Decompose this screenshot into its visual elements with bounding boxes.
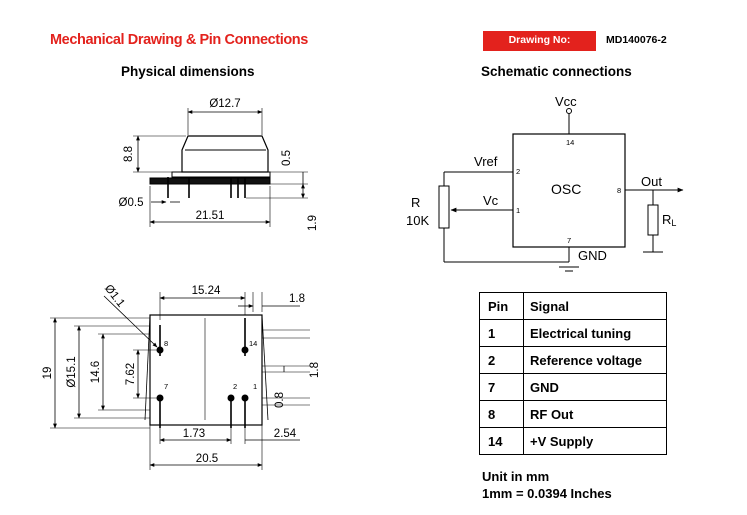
dim-total: 20.5 [196, 453, 218, 465]
gnd-label: GND [578, 248, 607, 263]
vcc-label: Vcc [555, 94, 577, 109]
page-title: Mechanical Drawing & Pin Connections [50, 32, 308, 48]
unit-line-2: 1mm = 0.0394 Inches [482, 486, 612, 501]
table-row: 7 GND [479, 373, 667, 401]
signal-cell: +V Supply [523, 427, 667, 455]
schematic-pin-8: 8 [617, 186, 621, 195]
dim-row-span: 15.24 [192, 285, 221, 297]
out-label: Out [641, 174, 662, 189]
vc-label: Vc [483, 193, 499, 208]
table-row: 8 RF Out [479, 400, 667, 428]
table-row: 2 Reference voltage [479, 346, 667, 374]
table-header-row: Pin Signal [479, 292, 667, 320]
dim-length: 21.51 [196, 210, 225, 222]
signal-cell: GND [523, 373, 667, 401]
rl-label: RL [662, 212, 676, 228]
bottom-view-labels: Ø1.1 15.24 1.8 19 Ø15.1 14.6 7.62 1.8 0.… [42, 283, 321, 465]
schematic-pin-7: 7 [567, 236, 571, 245]
dim-lead-diameter: Ø0.5 [119, 197, 144, 209]
dim-pin-span: 7.62 [125, 363, 137, 385]
r-value-label: 10K [406, 213, 429, 228]
dim-end-offset: 2.54 [274, 428, 297, 440]
dim-lead-length: 0.5 [281, 150, 293, 166]
pin-label-14: 14 [249, 339, 257, 348]
schematic-labels: Vcc OSC Vref Vc Out GND R 10K RL 14 2 1 … [406, 94, 676, 263]
signal-cell: Reference voltage [523, 346, 667, 374]
pin-cell: 14 [479, 427, 524, 455]
signal-cell: RF Out [523, 400, 667, 428]
dim-pin-gap: 0.8 [274, 392, 286, 408]
bottom-view [50, 292, 310, 470]
header-pin: Pin [479, 292, 524, 320]
drawing-number-badge [483, 31, 596, 51]
drawing-number-value: MD140076-2 [606, 34, 667, 46]
osc-block-label: OSC [551, 181, 581, 197]
dim-height: 8.8 [123, 146, 135, 162]
pin-cell: 8 [479, 400, 524, 428]
table-row: 14 +V Supply [479, 427, 667, 455]
schematic-diagram [438, 108, 684, 272]
pin-label-8: 8 [164, 339, 168, 348]
schematic-pin-14: 14 [566, 138, 574, 147]
schematic-pin-2: 2 [516, 167, 520, 176]
pin-label-7: 7 [164, 382, 168, 391]
pin-cell: 1 [479, 319, 524, 347]
table-row: 1 Electrical tuning [479, 319, 667, 347]
dim-side-offset: 1.8 [309, 362, 321, 378]
pin-table: Pin Signal 1 Electrical tuning 2 Referen… [479, 292, 667, 455]
side-view [133, 108, 308, 227]
pin-label-1: 1 [253, 382, 257, 391]
drawing-number-label: Drawing No: [508, 34, 571, 46]
header-signal: Signal [523, 292, 667, 320]
pin-cell: 2 [479, 346, 524, 374]
r-label: R [411, 195, 420, 210]
dim-pin-pitch: 1.73 [183, 428, 205, 440]
unit-line-1: Unit in mm [482, 469, 550, 484]
schematic-pin-1: 1 [516, 206, 520, 215]
dim-edge-offset: 1.8 [289, 293, 305, 305]
pin-cell: 7 [479, 373, 524, 401]
dim-inner: 14.6 [90, 361, 102, 383]
vref-label: Vref [474, 154, 498, 169]
dim-width-top: Ø12.7 [209, 98, 240, 110]
pin-label-2: 2 [233, 382, 237, 391]
physical-dimensions-title: Physical dimensions [121, 64, 255, 79]
pin-number-labels: 8 14 7 2 1 [164, 339, 257, 391]
dim-diameter: Ø15.1 [66, 356, 78, 387]
signal-cell: Electrical tuning [523, 319, 667, 347]
unit-note: Unit in mm 1mm = 0.0394 Inches [482, 468, 612, 502]
dim-outer: 19 [42, 367, 54, 380]
schematic-title: Schematic connections [481, 64, 632, 79]
dim-hole-diameter: Ø1.1 [102, 283, 127, 310]
side-view-labels: Ø12.7 8.8 0.5 Ø0.5 21.51 1.9 [119, 98, 319, 231]
dim-standoff: 1.9 [307, 215, 319, 231]
